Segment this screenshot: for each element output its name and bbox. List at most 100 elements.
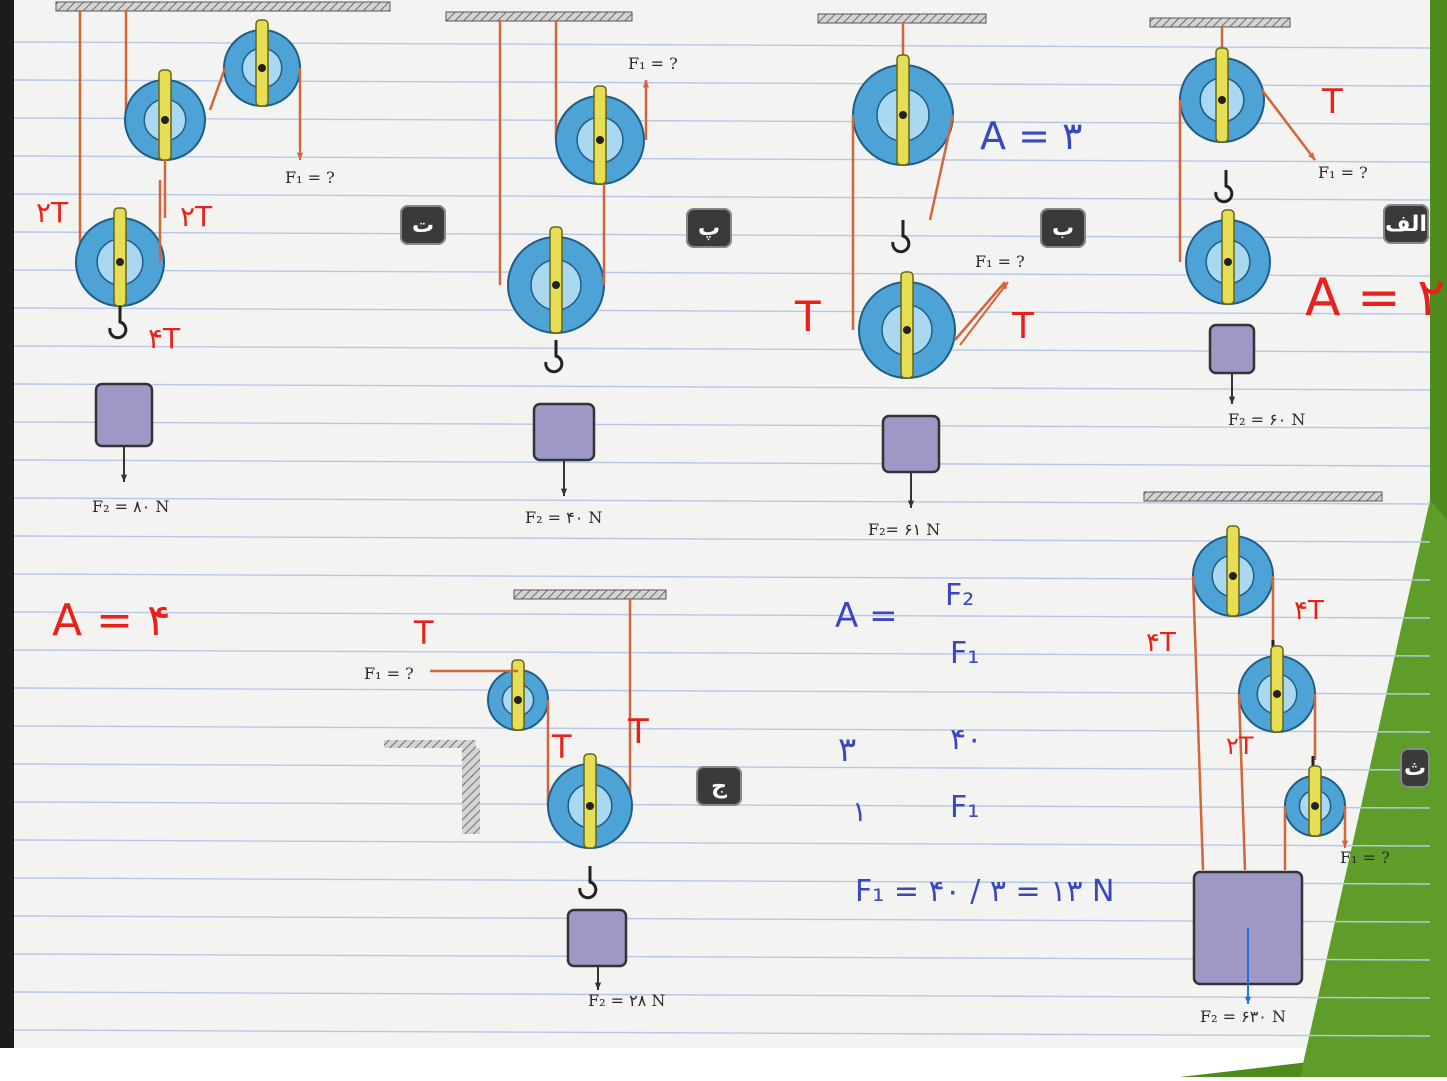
arrow-head <box>1001 282 1008 290</box>
se-f1-label: F₁ = ? <box>1340 848 1390 867</box>
te-f1-label: F₁ = ? <box>285 168 335 187</box>
jim-tension-1: T <box>414 614 434 652</box>
ceiling-support <box>445 11 633 22</box>
rope <box>928 114 955 221</box>
ruled-line <box>13 535 1431 543</box>
se-2t-note: ۲T <box>1226 732 1254 760</box>
pulley-pin <box>161 116 169 124</box>
ruled-line <box>13 687 1431 695</box>
pulley-axle <box>1308 765 1322 837</box>
equation-1-numerator: F₂ <box>945 578 975 613</box>
pulley-pin <box>258 64 266 72</box>
left-edge-shadow <box>0 0 14 1048</box>
pulley-pin <box>1311 802 1319 810</box>
pulley-axle <box>113 207 127 307</box>
hook <box>1214 170 1234 204</box>
te-advantage-note: A = ۴ <box>52 595 171 646</box>
pulley-axle <box>900 271 914 379</box>
arrow-head <box>560 488 568 496</box>
pulley-pin <box>1229 572 1237 580</box>
hook <box>544 340 564 374</box>
se-4t-right-note: ۴T <box>1294 596 1324 626</box>
ruled-line <box>13 383 1431 391</box>
be-f1-label: F₁ = ? <box>975 252 1025 271</box>
equation-3: F₁ = ۴۰ / ۳ = ۱۳ N <box>855 874 1115 909</box>
arrow-head <box>1228 396 1236 404</box>
rope <box>954 281 1006 341</box>
pulley-pin <box>899 111 907 119</box>
ruled-line <box>13 991 1431 999</box>
ruled-line <box>13 649 1431 657</box>
arrow-head <box>642 80 650 88</box>
te-2t-right-note: ۲T <box>180 200 213 233</box>
alef-f2-label: F₂ = ۶۰ N <box>1228 410 1306 429</box>
load-weight <box>1208 323 1256 375</box>
jim-f1-label: F₁ = ? <box>364 664 414 683</box>
ruled-line <box>13 193 1431 201</box>
label-be-badge: ب <box>1040 208 1086 248</box>
arrow-head <box>1244 996 1252 1004</box>
arrow-head <box>1308 152 1315 160</box>
arrow-head <box>907 500 915 508</box>
pulley-axle <box>511 659 525 731</box>
pulley-axle <box>549 226 563 334</box>
label-pe-badge: پ <box>686 208 732 248</box>
pulley-pin <box>1273 690 1281 698</box>
ceiling-support <box>513 589 667 600</box>
load-weight <box>532 402 596 462</box>
ruled-line <box>13 307 1431 315</box>
pulley-axle <box>1215 47 1229 143</box>
label-jim-badge: ج <box>696 766 742 806</box>
jim-tension-3: T <box>628 712 649 752</box>
pulley-axle <box>255 19 269 107</box>
pulley-axle <box>1270 645 1284 733</box>
alef-f1-label: F₁ = ? <box>1318 163 1368 182</box>
be-f2-label: F₂= ۶۱ N <box>868 520 941 539</box>
force-arrow <box>1261 89 1316 161</box>
pe-f1-label: F₁ = ? <box>628 54 678 73</box>
pulley-axle <box>158 69 172 161</box>
pulley-pin <box>586 802 594 810</box>
force-arrow <box>959 281 1009 346</box>
label-se-badge: ث <box>1400 748 1430 788</box>
ruled-line <box>13 421 1431 429</box>
se-f2-label: F₂ = ۶۳۰ N <box>1200 1007 1286 1026</box>
be-tension-right: T <box>1012 306 1034 347</box>
equation-2-one: ۱ <box>852 795 868 828</box>
ruled-line <box>13 497 1431 505</box>
load-weight <box>94 382 154 448</box>
paper-sheet <box>12 0 1430 1048</box>
rope <box>208 67 227 111</box>
pulley-pin <box>1224 258 1232 266</box>
pulley-axle <box>593 85 607 185</box>
equation-1-lhs: A = <box>835 596 898 636</box>
arrow-head <box>594 982 602 990</box>
wall-floor <box>384 740 476 748</box>
be-tension-left: T <box>795 292 821 341</box>
hook <box>108 306 128 340</box>
pulley-axle <box>583 753 597 849</box>
equation-2-denominator: F₁ <box>950 790 980 825</box>
pulley-pin <box>116 258 124 266</box>
te-4t-note: ۴T <box>148 322 181 355</box>
alef-tension-note: T <box>1322 82 1343 122</box>
pulley-axle <box>1221 209 1235 305</box>
equation-1-denominator: F₁ <box>950 636 980 671</box>
hook <box>578 866 598 900</box>
ceiling-support <box>1143 491 1383 502</box>
hook <box>891 220 911 254</box>
jim-tension-2: T <box>552 728 572 766</box>
alef-advantage-note: A = ۲ <box>1305 268 1446 328</box>
pulley-axle <box>896 54 910 166</box>
ruled-line <box>13 155 1431 163</box>
ruled-lines <box>13 41 1431 1037</box>
ruled-line <box>13 839 1431 847</box>
load-weight <box>566 908 628 968</box>
arrow-head <box>296 152 304 160</box>
arrow-head <box>120 474 128 482</box>
ruled-line <box>13 345 1431 353</box>
pulley-pin <box>1218 96 1226 104</box>
pulley-pin <box>514 696 522 704</box>
